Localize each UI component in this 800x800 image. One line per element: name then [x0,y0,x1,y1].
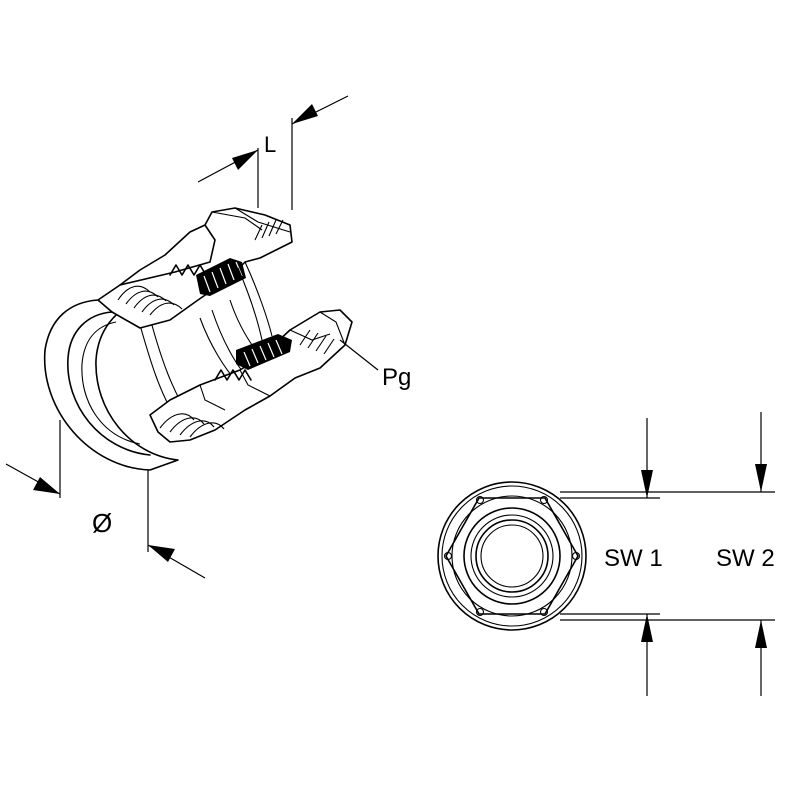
front-outer-circle [437,481,587,631]
label-wrench-size-2: SW 2 [716,545,775,572]
insert-body [139,299,269,426]
dimension-length: L [197,95,349,210]
label-length: L [264,132,276,157]
front-ring-3 [470,514,554,598]
label-diameter: Ø [92,508,112,538]
dimension-diameter: Ø [5,420,206,579]
front-outer-circle-inner [441,485,583,627]
gland-cutaway-view [43,207,353,471]
label-thread: Pg [382,364,411,391]
hex-flange [445,497,579,615]
dimension-wrench-2: SW 2 [560,412,775,696]
label-wrench-size-1: SW 1 [604,545,663,572]
nut-bore-edge [81,321,141,445]
rear-sleeve [237,261,273,341]
upper-cap-outline [119,224,206,286]
nut-outer-front [43,299,179,471]
lower-seal-teeth [214,369,252,381]
front-bore-outer [475,519,549,593]
upper-housing-section [97,207,293,329]
dimension-wrench-1: SW 1 [560,418,663,696]
upper-seal-teeth [169,264,207,276]
hex-corner-dots [443,495,581,617]
front-ring-2 [463,507,561,605]
lower-seal-stripes [243,339,283,367]
upper-cap-chamfer [211,207,291,233]
lower-seal-ring [236,334,292,370]
thread-callout: Pg [339,339,411,391]
gland-front-view [437,481,587,631]
lower-housing-chamfer [199,311,346,411]
upper-thread-hatch [117,219,284,316]
lower-thread-hatch [159,329,335,438]
nut-inner-bore [67,311,151,456]
front-bore-inner [480,524,544,588]
